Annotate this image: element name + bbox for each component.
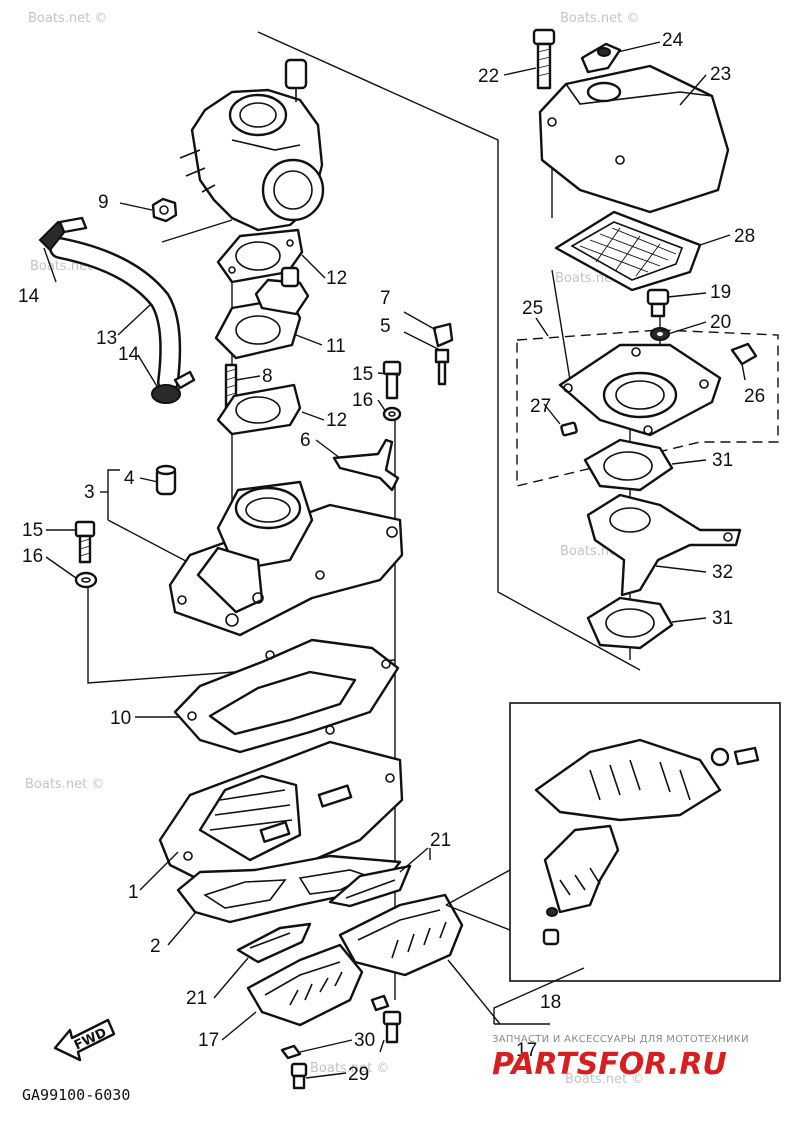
callout-labels: 9 14 13 14 12 11 8 12 15 16 7 5 6 4 3 15… xyxy=(18,30,765,1085)
watermark-layer: Boats.net © Boats.net © Boats.net © Boat… xyxy=(25,11,644,1087)
screw-5 xyxy=(434,348,450,386)
callout-label-12: 12 xyxy=(326,268,347,289)
callout-label-5: 5 xyxy=(380,316,391,337)
cap-4 xyxy=(155,464,177,496)
carburetor xyxy=(179,58,325,232)
callout-label-32: 32 xyxy=(712,562,733,583)
nut-9 xyxy=(151,197,178,223)
shop-logo: ЗАПЧАСТИ И АКСЕССУАРЫ ДЛЯ МОТОТЕХНИКИ PA… xyxy=(492,1034,749,1082)
callout-label-11: 11 xyxy=(326,336,346,357)
bolt-29 xyxy=(290,1010,402,1090)
reed-housing-1 xyxy=(158,740,404,892)
callout-label-1: 1 xyxy=(128,882,139,903)
callout-label-31: 31 xyxy=(712,450,733,471)
filter-28 xyxy=(554,210,702,292)
callout-label-15: 15 xyxy=(352,364,373,385)
callout-label-10: 10 xyxy=(110,708,131,729)
gasket-31-lower xyxy=(586,596,674,650)
reed-valve-17-right xyxy=(338,893,464,977)
callout-label-26: 26 xyxy=(744,386,765,407)
callout-label-30: 30 xyxy=(354,1030,375,1051)
inset-reed-detail xyxy=(509,702,781,982)
watermark-text: Boats.net © xyxy=(25,777,104,792)
callout-label-2: 2 xyxy=(150,936,161,957)
callout-label-6: 6 xyxy=(300,430,311,451)
callout-label-16: 16 xyxy=(352,390,373,411)
callout-label-21: 21 xyxy=(186,988,207,1009)
washer-16-upper xyxy=(382,406,402,422)
gasket-12-upper xyxy=(216,228,304,284)
watermark-text: Boats.net © xyxy=(310,1061,389,1076)
callout-label-31: 31 xyxy=(712,608,733,629)
fwd-arrow-icon: FWD xyxy=(53,1018,116,1062)
bolt-19 xyxy=(646,288,670,318)
callout-label-9: 9 xyxy=(98,192,109,213)
callout-label-7: 7 xyxy=(380,288,391,309)
callout-label-21: 21 xyxy=(430,830,451,851)
bolt-22 xyxy=(532,28,556,90)
reed-valve-17-left xyxy=(246,943,364,1027)
callout-label-8: 8 xyxy=(262,366,273,387)
callout-label-3: 3 xyxy=(84,482,95,503)
shop-tagline: ЗАПЧАСТИ И АКСЕССУАРЫ ДЛЯ МОТОТЕХНИКИ xyxy=(492,1034,749,1045)
watermark-text: Boats.net © xyxy=(565,1072,644,1087)
hose-13 xyxy=(38,216,196,404)
gasket-21-left xyxy=(236,922,312,964)
bolt-15-upper xyxy=(382,360,402,400)
callout-label-14: 14 xyxy=(18,286,40,307)
bracket-32 xyxy=(586,493,742,597)
callout-label-17: 17 xyxy=(516,1040,537,1061)
airbox-cover-23 xyxy=(538,64,730,214)
spacer-11 xyxy=(214,266,310,360)
washer-30 xyxy=(280,994,390,1060)
callout-label-27: 27 xyxy=(530,396,551,417)
bolt-15-lower xyxy=(74,520,96,564)
bracket-6 xyxy=(332,438,400,492)
diagram-code: GA99100-6030 xyxy=(22,1086,130,1104)
intake-manifold-3 xyxy=(168,480,404,637)
callout-label-16: 16 xyxy=(22,546,43,567)
callout-label-20: 20 xyxy=(710,312,731,333)
shop-logo-text: PARTSFOR.RU xyxy=(492,1047,727,1082)
callout-label-23: 23 xyxy=(710,64,731,85)
watermark-text: Boats.net © xyxy=(28,11,107,26)
callout-label-13: 13 xyxy=(96,328,117,349)
gasket-31-upper xyxy=(583,438,674,492)
callout-label-4: 4 xyxy=(124,468,135,489)
watermark-text: Boats.net © xyxy=(560,11,639,26)
gasket-21-right xyxy=(328,864,412,908)
clip-24 xyxy=(580,42,622,74)
gasket-12-lower xyxy=(216,383,302,436)
callout-leaders xyxy=(43,41,746,1079)
callout-label-15: 15 xyxy=(22,520,43,541)
cap-7 xyxy=(432,322,454,348)
callout-label-25: 25 xyxy=(522,298,543,319)
callout-label-17: 17 xyxy=(198,1030,219,1051)
callout-label-24: 24 xyxy=(662,30,684,51)
callout-label-29: 29 xyxy=(348,1064,369,1085)
callout-label-12: 12 xyxy=(326,410,347,431)
bracket-26 xyxy=(730,342,758,366)
callout-label-14: 14 xyxy=(118,344,140,365)
callout-label-19: 19 xyxy=(710,282,731,303)
base-plate-group-25 xyxy=(516,329,779,487)
callout-label-18: 18 xyxy=(540,992,561,1013)
washer-16-lower xyxy=(74,571,98,589)
gasket-10 xyxy=(173,638,400,754)
screw-27 xyxy=(560,421,578,437)
callout-label-28: 28 xyxy=(734,226,755,247)
callout-label-22: 22 xyxy=(478,66,499,87)
